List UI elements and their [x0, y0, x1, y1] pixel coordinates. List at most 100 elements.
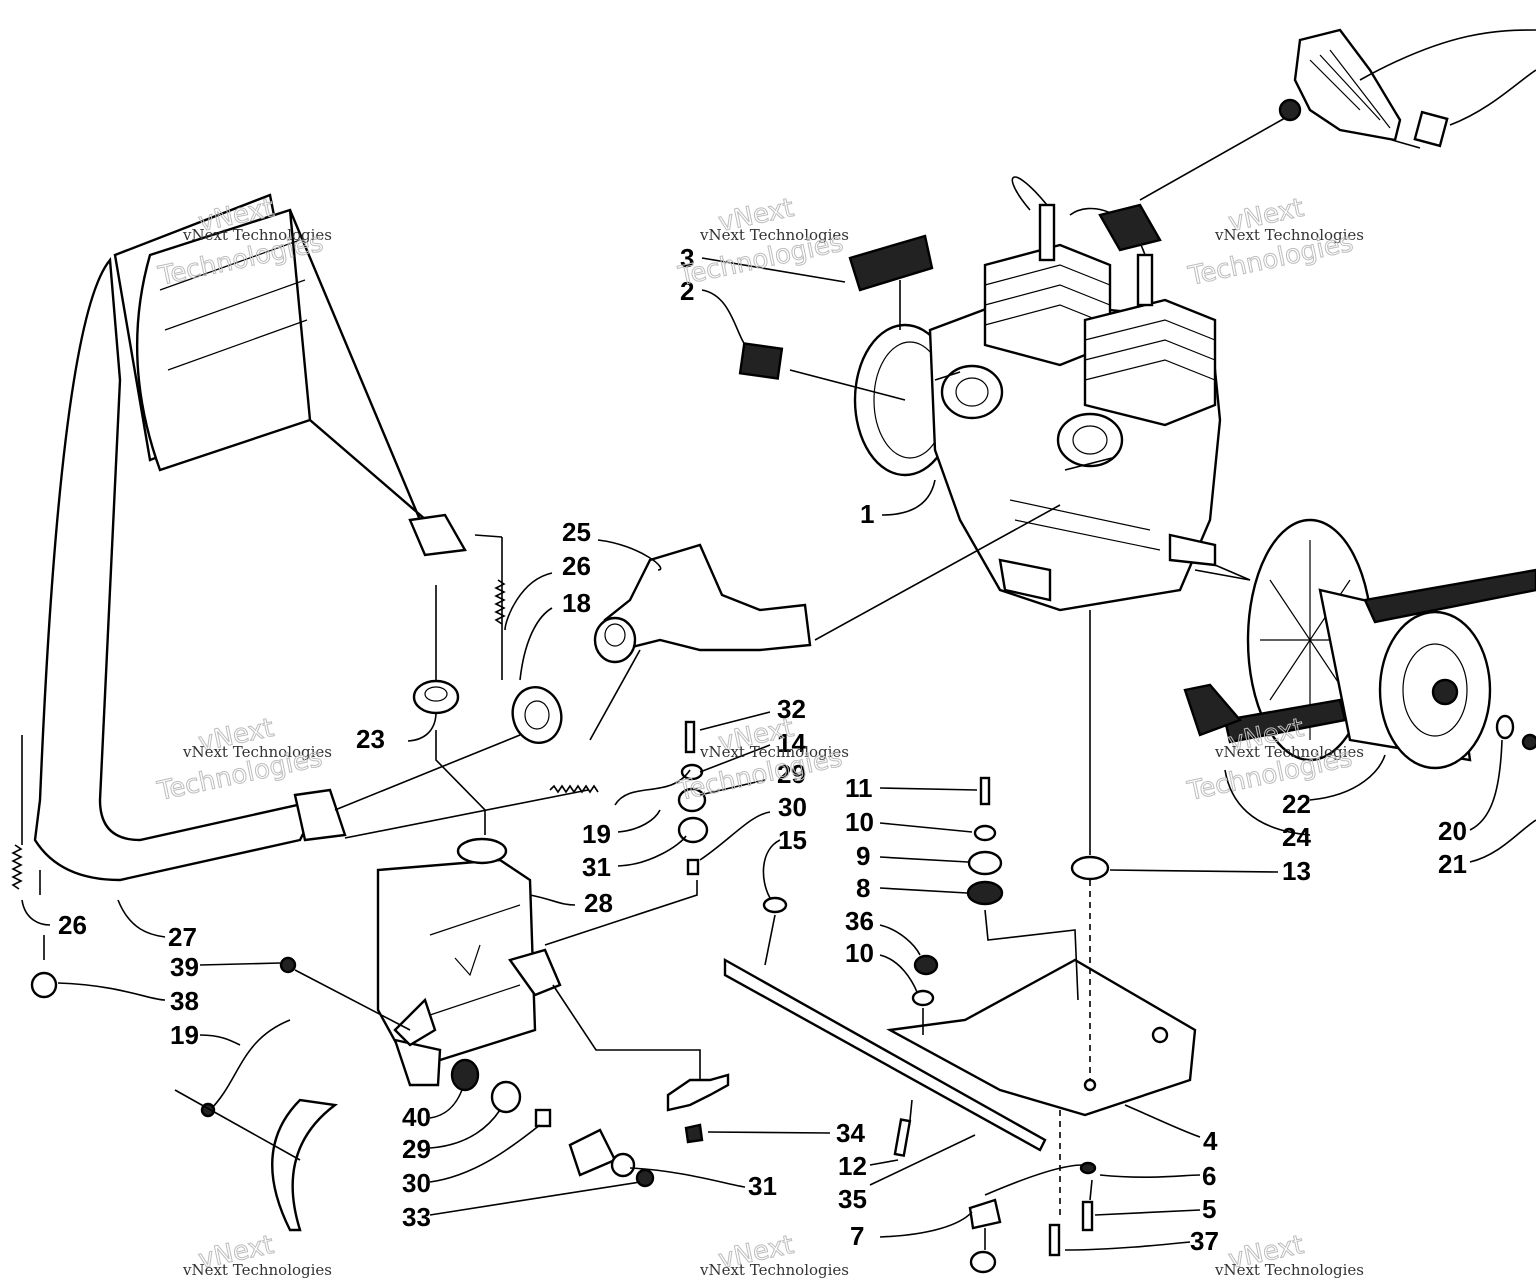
callout-10-low: 10	[845, 938, 874, 968]
callout-31-low: 31	[748, 1171, 777, 1201]
callout-26-top: 26	[562, 551, 591, 581]
watermark-bottom-mid: vNext vNext Technologies	[699, 1229, 849, 1279]
svg-text:vNext Technologies: vNext Technologies	[1214, 226, 1364, 244]
callout-20: 20	[1438, 816, 1467, 846]
callout-39: 39	[170, 952, 199, 982]
leader-lines	[21, 29, 1536, 1251]
cap-38	[30, 971, 58, 999]
grommet-9	[967, 850, 1003, 876]
svg-text:vNext Technologies: vNext Technologies	[699, 743, 849, 761]
grommet-29-mid	[677, 787, 707, 813]
nut-6	[1079, 1161, 1097, 1175]
callout-15: 15	[778, 825, 807, 855]
engine-assembly	[853, 176, 1222, 612]
callout-31-mid: 31	[582, 852, 611, 882]
callout-40: 40	[402, 1102, 431, 1132]
callout-28: 28	[584, 888, 613, 918]
washer-15	[762, 896, 788, 914]
bracket-plate	[568, 1128, 617, 1177]
callout-23: 23	[356, 724, 385, 754]
callout-10-top: 10	[845, 807, 874, 837]
callout-18: 18	[562, 588, 591, 618]
bolt-32	[684, 720, 696, 754]
grommet-40	[450, 1058, 480, 1092]
callout-12: 12	[838, 1151, 867, 1181]
sleeve-30-low	[534, 1108, 552, 1128]
nut-36	[913, 954, 939, 976]
svg-text:vNext Technologies: vNext Technologies	[182, 1261, 332, 1279]
spring-mid	[549, 784, 599, 794]
bolt-39	[279, 956, 297, 974]
exhaust-manifold-25	[593, 543, 812, 664]
decal-3	[848, 234, 934, 292]
svg-text:vNext Technologies: vNext Technologies	[1214, 743, 1364, 761]
callout-5: 5	[1202, 1194, 1216, 1224]
callout-4: 4	[1203, 1126, 1218, 1156]
callout-6: 6	[1202, 1161, 1216, 1191]
wire-19-bottom	[209, 1019, 291, 1111]
callout-26-left: 26	[58, 910, 87, 940]
callout-19-top: 19	[582, 819, 611, 849]
washer-10-low	[911, 989, 935, 1007]
callout-29-low: 29	[402, 1134, 431, 1164]
callout-11: 11	[845, 773, 873, 803]
bolt-21	[1521, 733, 1536, 751]
svg-text:vNext Technologies: vNext Technologies	[1214, 1261, 1364, 1279]
mount-8	[966, 880, 1004, 906]
watermark-top-mid: vNext vNext Technologies Technologies	[675, 192, 849, 292]
svg-text:vNext Technologies: vNext Technologies	[182, 226, 332, 244]
recoil-bracket	[1278, 28, 1449, 148]
exhaust-pipe	[33, 193, 467, 882]
callout-14: 14	[777, 728, 806, 758]
callout-34: 34	[836, 1118, 865, 1148]
callout-19-bottom: 19	[170, 1020, 199, 1050]
callout-1: 1	[860, 499, 874, 529]
nut-33	[635, 1168, 655, 1188]
callout-7: 7	[850, 1221, 864, 1251]
watermark-mid-mid: vNext vNext Technologies Technologies	[674, 712, 849, 807]
bolt-12	[893, 1118, 912, 1157]
callout-35: 35	[838, 1184, 867, 1214]
sleeve-30-mid	[686, 858, 700, 876]
callout-9: 9	[856, 841, 870, 871]
seal-18	[511, 686, 563, 744]
callout-32: 32	[777, 694, 806, 724]
decal-2	[738, 342, 784, 380]
muffler-28	[376, 837, 562, 1087]
watermark-bottom-left: vNext vNext Technologies	[182, 1229, 332, 1279]
callout-2: 2	[680, 276, 694, 306]
svg-text:vNext Technologies: vNext Technologies	[182, 743, 332, 761]
callouts: 1 2 3 4 5 6 7 8 9 10 10 11 12 13 14 15 1…	[58, 243, 1467, 1256]
callout-30-mid: 30	[778, 792, 807, 822]
washer-20	[1495, 714, 1515, 740]
svg-text:vNext Technologies: vNext Technologies	[699, 1261, 849, 1279]
callout-13: 13	[1282, 856, 1311, 886]
gasket-23	[412, 679, 460, 715]
bolt-37	[1048, 1223, 1061, 1257]
callout-21: 21	[1438, 849, 1467, 879]
svg-text:vNext Technologies: vNext Technologies	[699, 226, 849, 244]
callout-22: 22	[1282, 789, 1311, 819]
callout-36: 36	[845, 906, 874, 936]
watermark-bottom-right: vNext vNext Technologies	[1214, 1229, 1364, 1279]
grommet-29-low	[490, 1080, 522, 1114]
spring-26-left	[11, 844, 23, 890]
bolt-5	[1081, 1200, 1094, 1232]
callout-33: 33	[402, 1202, 431, 1232]
clutch-guard-fragment	[271, 1098, 339, 1232]
drive-clutch	[1183, 518, 1536, 770]
washer-13	[1070, 855, 1110, 881]
callout-8: 8	[856, 873, 870, 903]
callout-38: 38	[170, 986, 199, 1016]
mount-7	[968, 1198, 1002, 1230]
callout-24: 24	[1282, 822, 1311, 852]
callout-37: 37	[1190, 1226, 1219, 1256]
clamp-34	[666, 1073, 730, 1112]
engine-plate-4	[886, 958, 1197, 1117]
watermark-top-right: vNext vNext Technologies Technologies	[1185, 192, 1364, 292]
callout-25: 25	[562, 517, 591, 547]
bolt-11	[979, 776, 991, 806]
washer-10-top	[973, 824, 997, 842]
callout-29-mid: 29	[777, 759, 806, 789]
washer-31-low	[610, 1152, 636, 1178]
